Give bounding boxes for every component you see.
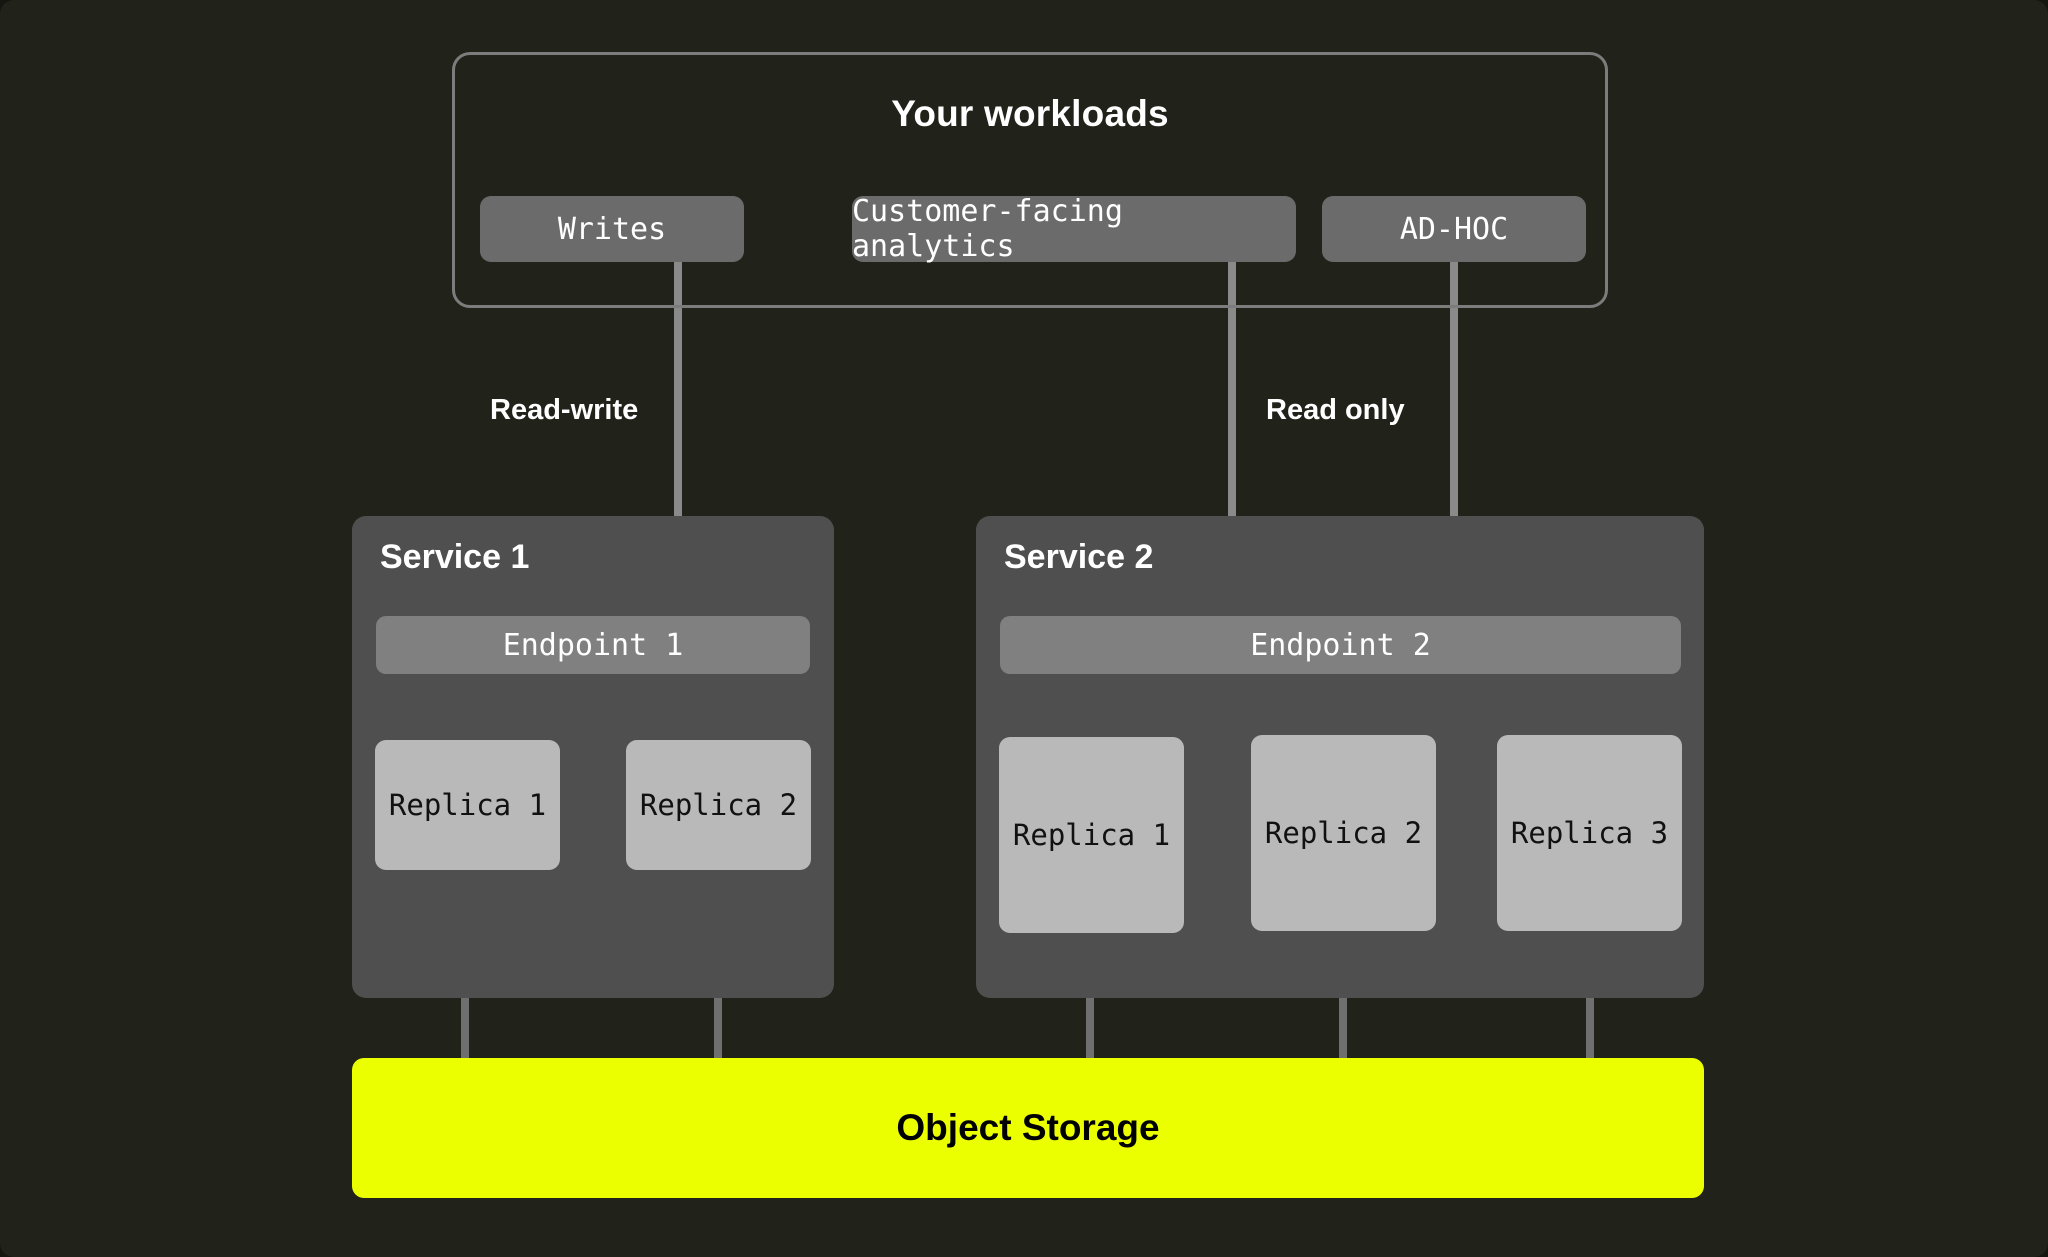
service-1-title: Service 1 — [380, 538, 530, 576]
connector-analytics-to-endpoint2 — [1228, 262, 1236, 592]
service-2-replica-3[interactable]: Replica 3 — [1497, 735, 1682, 931]
connector-writes-to-endpoint1 — [674, 262, 682, 592]
service-1-replica-1[interactable]: Replica 1 — [375, 740, 560, 870]
service-2-replica-2[interactable]: Replica 2 — [1251, 735, 1436, 931]
endpoint-1[interactable]: Endpoint 1 — [376, 616, 810, 674]
service-2-replica-1[interactable]: Replica 1 — [999, 737, 1184, 933]
connector-adhoc-to-endpoint2 — [1450, 262, 1458, 592]
edge-label-read-only: Read only — [1266, 394, 1405, 426]
object-storage-bar[interactable]: Object Storage — [352, 1058, 1704, 1198]
service-1-replica-2[interactable]: Replica 2 — [626, 740, 811, 870]
service-2-title: Service 2 — [1004, 538, 1154, 576]
workloads-title: Your workloads — [891, 93, 1169, 134]
workload-chip-writes[interactable]: Writes — [480, 196, 744, 262]
workload-chip-customer-facing-analytics[interactable]: Customer-facing analytics — [852, 194, 1296, 264]
endpoint-2[interactable]: Endpoint 2 — [1000, 616, 1681, 674]
edge-label-read-write: Read-write — [490, 394, 639, 426]
workload-chip-ad-hoc[interactable]: AD-HOC — [1322, 196, 1586, 262]
workloads-container: Your workloads — [452, 52, 1608, 308]
